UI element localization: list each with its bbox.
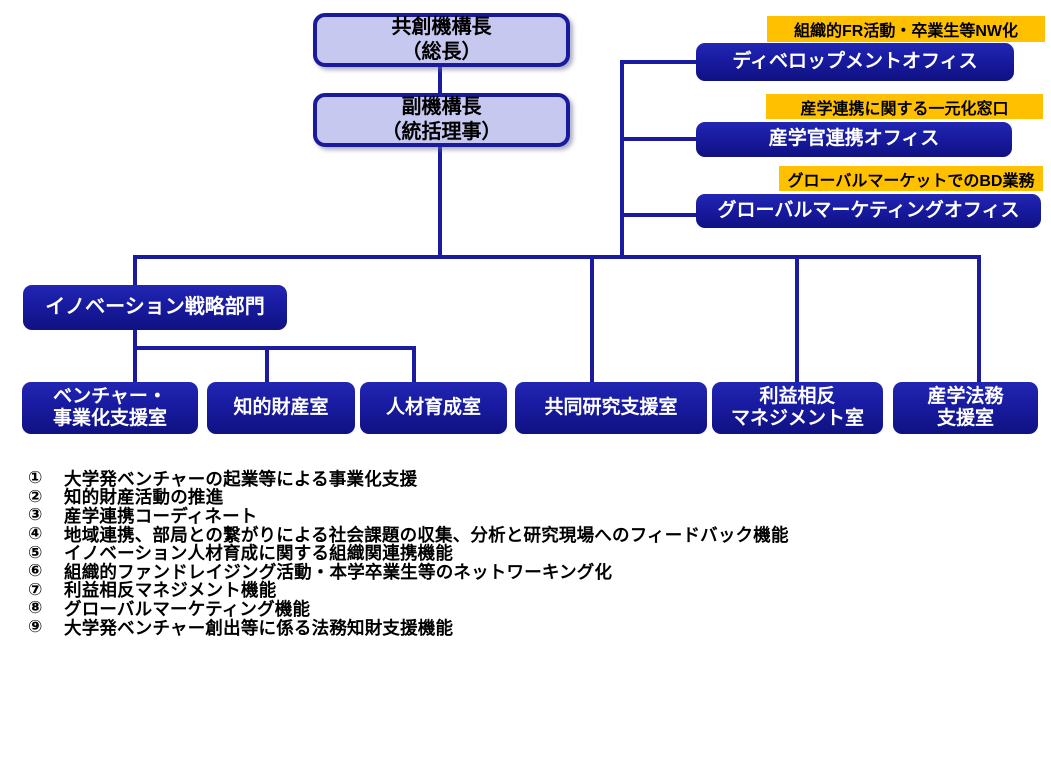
list-item-number: ④ (28, 524, 43, 544)
connector-line (135, 255, 981, 259)
list-item-number: ① (28, 468, 43, 488)
list-item-number: ⑥ (28, 561, 43, 581)
tag-development-office: 組織的FR活動・卒業生等NW化 (767, 16, 1045, 42)
box-jinzai-ikusei-room: 人材育成室 (360, 382, 507, 434)
connector-line (622, 137, 696, 141)
list-item: ② 知的財産活動の推進 (28, 486, 1028, 508)
box-rieki-sohan-room: 利益相反 マネジメント室 (712, 382, 883, 434)
list-item: ⑤ イノベーション人材育成に関する組織関連携機能 (28, 542, 1028, 564)
connector-line (412, 346, 416, 382)
list-item-number: ⑤ (28, 542, 43, 562)
tag-global-marketing-office: グローバルマーケットでのBD業務 (779, 166, 1043, 191)
connector-line (620, 60, 624, 259)
list-item: ③ 産学連携コーディネート (28, 505, 1028, 526)
list-item-text: 知的財産活動の推進 (64, 487, 224, 508)
connector-line (622, 213, 696, 217)
connector-line (133, 255, 137, 285)
connector-line (133, 330, 137, 382)
list-item: ④ 地域連携、部局との繋がりによる社会課題の収集、分析と研究現場へのフィードバッ… (28, 524, 1028, 545)
box-sangaku-homu-room: 産学法務 支援室 (893, 382, 1038, 434)
connector-line (438, 67, 442, 95)
connector-line (133, 346, 416, 350)
box-kyoso-kikocho: 共創機構長 （総長） (313, 13, 570, 67)
connector-line (590, 255, 594, 382)
box-sangakukan-office: 産学官連携オフィス (696, 122, 1012, 157)
list-item-number: ⑦ (28, 579, 43, 599)
connector-line (622, 60, 696, 64)
box-global-marketing-office: グローバルマーケティングオフィス (696, 194, 1041, 228)
box-kyodo-kenkyu-room: 共同研究支援室 (515, 382, 707, 434)
list-item-text: 大学発ベンチャー創出等に係る法務知財支援機能 (64, 617, 454, 638)
list-item-text: 大学発ベンチャーの起業等による事業化支援 (64, 468, 418, 489)
list-item-text: イノベーション人材育成に関する組織関連携機能 (64, 543, 454, 564)
connector-line (265, 346, 269, 382)
tag-sangakukan-office: 産学連携に関する一元化窓口 (766, 94, 1043, 119)
list-item-number: ③ (28, 505, 43, 525)
box-innovation-strategy-division: イノベーション戦略部門 (23, 285, 287, 330)
connector-line (795, 255, 799, 382)
list-item-number: ⑧ (28, 598, 43, 618)
list-item: ⑧ グローバルマーケティング機能 (28, 598, 1028, 619)
list-item-text: 組織的ファンドレイジング活動・本学卒業生等のネットワーキング化 (64, 561, 613, 582)
list-item: ⑦ 利益相反マネジメント機能 (28, 579, 1028, 601)
connector-line (438, 147, 442, 259)
list-item: ⑨ 大学発ベンチャー創出等に係る法務知財支援機能 (28, 617, 1028, 638)
connector-line (977, 255, 981, 382)
function-list: ① 大学発ベンチャーの起業等による事業化支援 ② 知的財産活動の推進 ③ 産学連… (28, 468, 1028, 638)
list-item-text: 地域連携、部局との繋がりによる社会課題の収集、分析と研究現場へのフィードバック機… (64, 524, 789, 545)
box-venture-jigyoka-room: ベンチャー・ 事業化支援室 (22, 382, 198, 434)
list-item-number: ⑨ (28, 617, 43, 637)
list-item-text: 利益相反マネジメント機能 (64, 580, 277, 601)
box-development-office: ディベロップメントオフィス (696, 43, 1014, 81)
list-item-number: ② (28, 486, 43, 506)
list-item-text: グローバルマーケティング機能 (64, 598, 311, 619)
box-fuku-kikocho: 副機構長 （統括理事） (313, 93, 570, 147)
list-item: ① 大学発ベンチャーの起業等による事業化支援 (28, 468, 1028, 489)
box-chiteki-zaisan-room: 知的財産室 (207, 382, 355, 434)
list-item: ⑥ 組織的ファンドレイジング活動・本学卒業生等のネットワーキング化 (28, 561, 1028, 582)
list-item-text: 産学連携コーディネート (64, 505, 258, 526)
